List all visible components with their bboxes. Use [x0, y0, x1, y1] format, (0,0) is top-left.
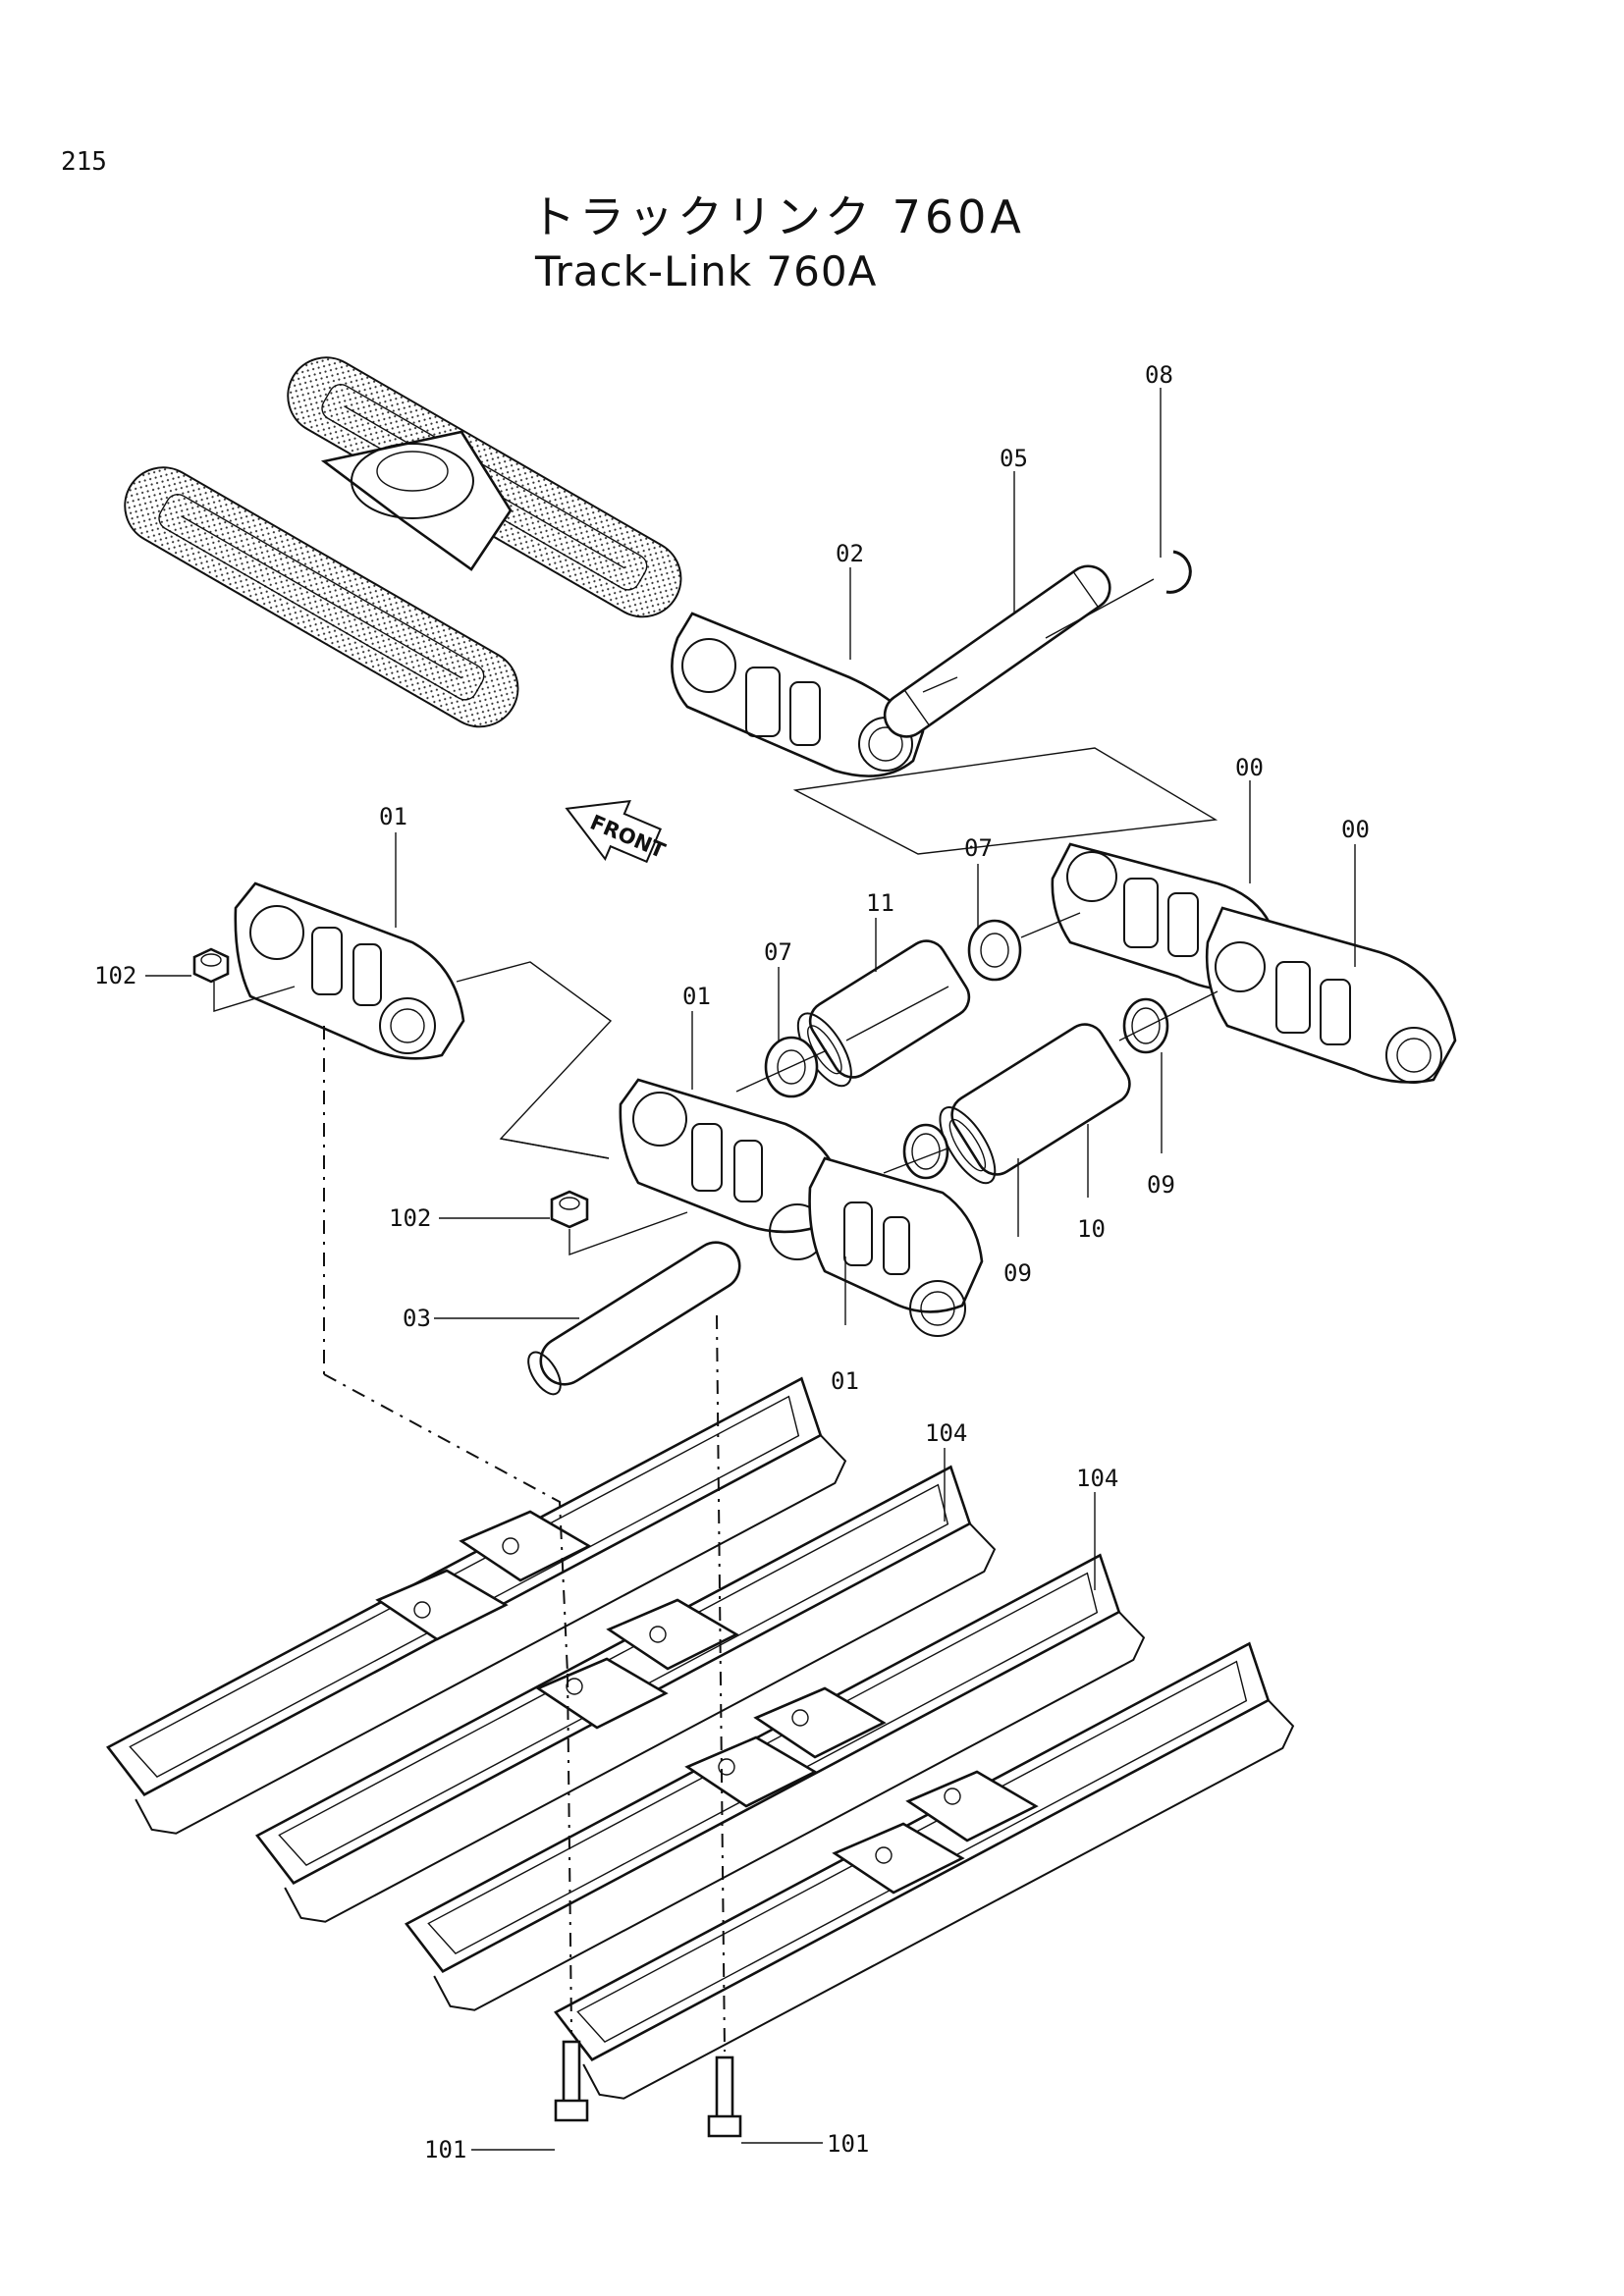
callout-09-left: 09: [1003, 1259, 1032, 1287]
callout-00-a: 00: [1235, 754, 1264, 781]
link-part-01-upper: [234, 881, 465, 1060]
callout-labels: 08 05 02 00 00 01 01 01 07 07 11 10 09 0…: [94, 361, 1370, 2163]
callout-00-b: 00: [1341, 816, 1370, 843]
callout-07-right: 07: [964, 834, 993, 862]
link-part-00-b: [1205, 906, 1457, 1084]
callout-101-left: 101: [424, 2136, 466, 2163]
callout-102-lower: 102: [389, 1204, 431, 1232]
link-part-01-middle-right: [808, 1156, 984, 1337]
bolt-part-101-left: [554, 2040, 589, 2122]
title-english: Track-Link 760A: [535, 247, 878, 295]
callout-02: 02: [836, 540, 864, 567]
seal-part-07-right: [967, 919, 1022, 982]
nut-part-102-lower: [550, 1190, 589, 1229]
callout-01-c: 01: [831, 1367, 859, 1395]
callout-09-right: 09: [1147, 1171, 1175, 1199]
bushing-part-10: [939, 1023, 1131, 1185]
assembly-lines: [213, 578, 1218, 2053]
callout-102-upper: 102: [94, 962, 136, 989]
pin-part-03: [527, 1241, 741, 1396]
pin-part-05: [883, 564, 1111, 738]
callout-104-a: 104: [925, 1419, 967, 1447]
callout-05: 05: [1000, 445, 1028, 472]
link-part-01-middle-left: [619, 1078, 841, 1260]
leader-lines: [145, 388, 1356, 2151]
front-label: FRONT: [587, 810, 670, 863]
seal-part-09-left: [902, 1123, 949, 1180]
bolt-part-101-right: [707, 2056, 742, 2138]
seal-part-09-right: [1122, 997, 1169, 1054]
callout-07-left: 07: [764, 938, 792, 966]
link-part-02: [671, 612, 925, 777]
callout-01-a: 01: [379, 803, 407, 830]
callout-104-b: 104: [1076, 1465, 1118, 1492]
undercarriage-overview: [124, 356, 682, 728]
callout-08: 08: [1145, 361, 1173, 389]
callout-01-b: 01: [682, 983, 711, 1010]
callout-11: 11: [866, 889, 894, 917]
front-direction-arrow: FRONT: [565, 799, 670, 863]
snap-ring-part-08: [1165, 550, 1192, 594]
title-japanese: トラックリンク 760A: [530, 190, 1025, 243]
callout-10: 10: [1077, 1215, 1106, 1243]
callout-03: 03: [403, 1305, 431, 1332]
track-shoes-part-104: [106, 1376, 1295, 2100]
page-number: 215: [61, 147, 107, 177]
nut-part-102-upper: [192, 947, 230, 984]
callout-101-right: 101: [827, 2130, 869, 2158]
